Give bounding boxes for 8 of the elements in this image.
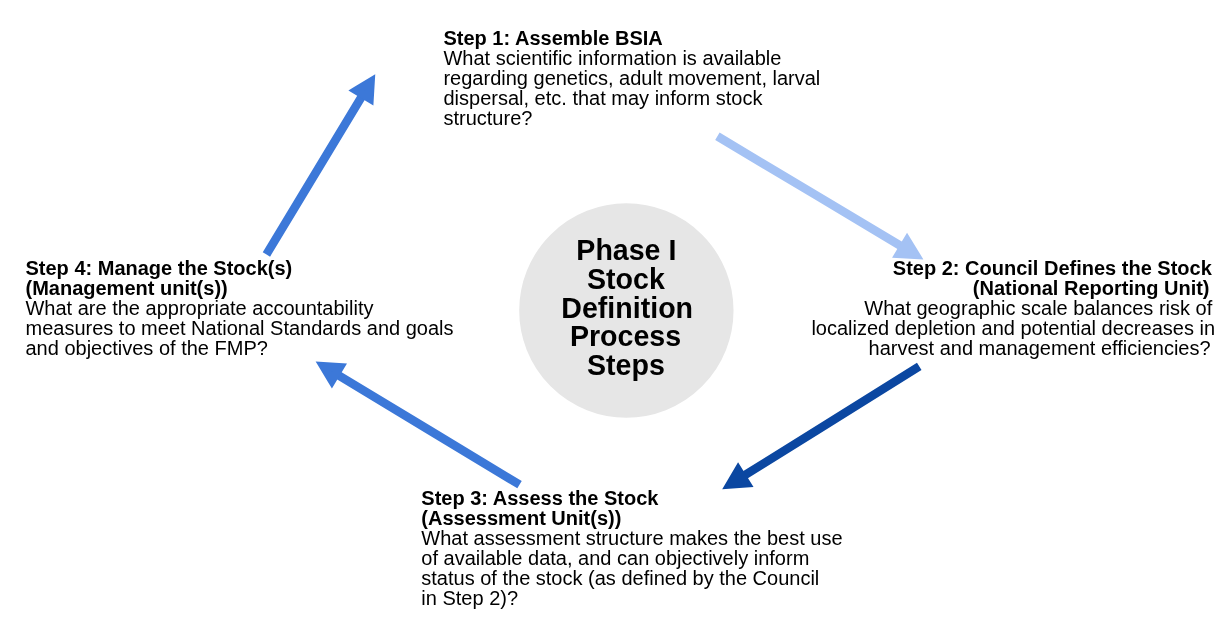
node-text: Step 3: Assess the Stock (Assessment Unit(s)) What assessment structure makes the best use of available data, and can objectively inform status of the stock (as defined by the Council in Step 2)? (421, 487, 843, 610)
arrow (722, 362, 922, 490)
arrow (315, 361, 522, 489)
node-text: Step 1: Assemble BSIA What scientific information is available regarding genetics, adult movement, larval dispersal, etc. that may inform stock structure? (443, 27, 821, 130)
arrow (262, 74, 376, 257)
arrow (715, 132, 924, 260)
node-text: Step 2: Council Defines the Stock (National Reporting Unit) What geographic scale balances risk of localized depletion and potential decreases in harvest and management efficiencies? (811, 257, 1216, 360)
node-text: Step 4: Manage the Stock(s) (Management unit(s)) What are the appropriate accountability measures to meet National Standards and goals and objectives of the FMP? (25, 257, 454, 360)
